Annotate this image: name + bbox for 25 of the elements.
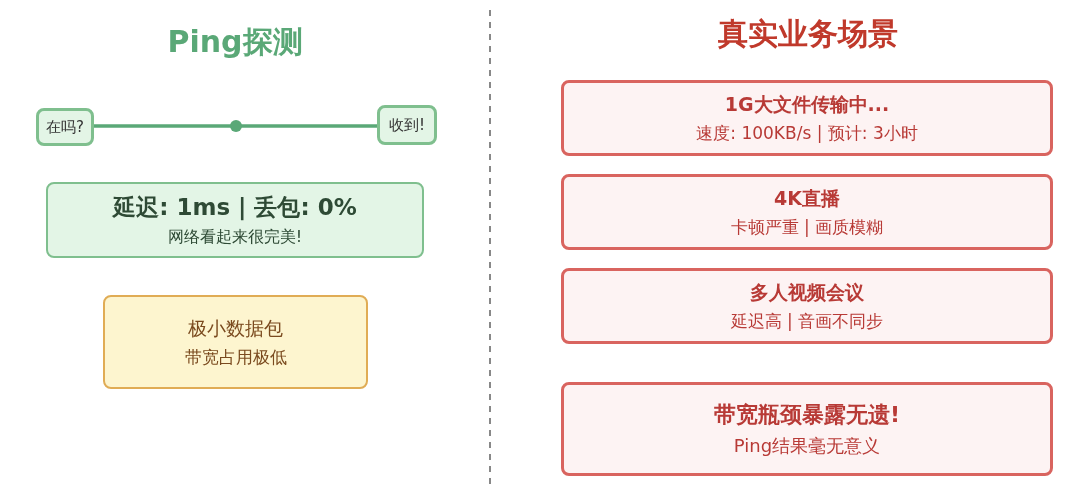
- box-heading: 延迟: 1ms | 丢包: 0%: [113, 193, 357, 223]
- message-box: [377, 105, 437, 145]
- info-box: [561, 80, 1053, 156]
- info-box: [103, 295, 368, 389]
- section-heading: Ping探测: [167, 23, 303, 61]
- box-body-text: 带宽占用极低: [184, 345, 287, 369]
- box-heading: 带宽瓶颈暴露无遗!: [713, 401, 900, 429]
- box-heading: 4K直播: [774, 185, 840, 211]
- box-heading: 收到!: [389, 115, 425, 135]
- box-body-text: 卡顿严重 | 画质模糊: [730, 215, 884, 239]
- info-box: [561, 382, 1053, 476]
- box-body-text: 速度: 100KB/s | 预计: 3小时: [696, 121, 918, 145]
- info-box: [561, 268, 1053, 344]
- box-heading: 多人视频会议: [750, 279, 864, 305]
- info-box: [561, 174, 1053, 250]
- section-heading: 真实业务场景: [718, 15, 898, 53]
- message-box: [36, 108, 94, 146]
- box-heading: 在吗?: [46, 117, 84, 137]
- box-body-text: Ping结果毫无意义: [733, 434, 881, 458]
- box-body-text: 网络看起来很完美!: [167, 227, 303, 248]
- connector-line: [94, 124, 377, 128]
- box-heading: 1G大文件传输中...: [724, 91, 890, 117]
- box-heading: 极小数据包: [188, 315, 283, 341]
- box-body-text: 延迟高 | 音画不同步: [730, 309, 884, 333]
- info-box: [46, 182, 424, 258]
